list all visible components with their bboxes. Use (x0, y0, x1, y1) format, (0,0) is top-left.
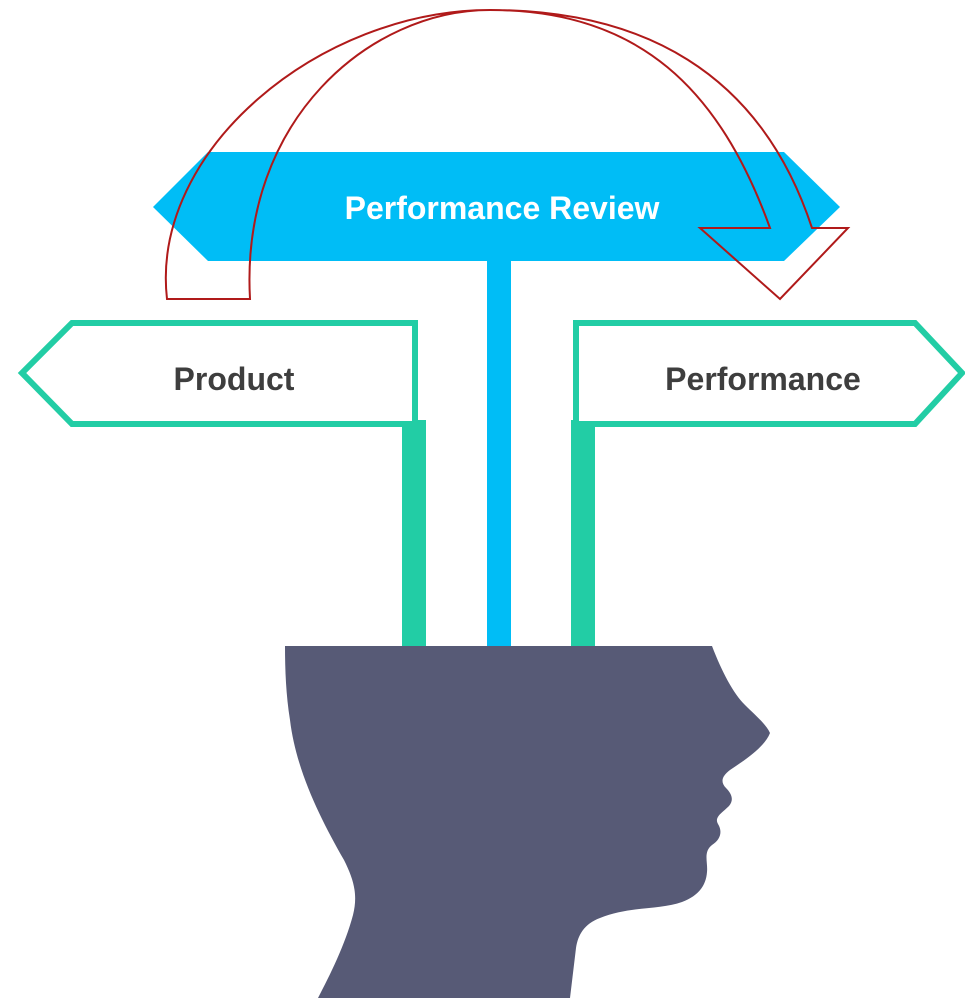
right-sign-label: Performance (665, 361, 861, 397)
left-sign-label: Product (174, 361, 295, 397)
right-sign-board (573, 320, 965, 427)
top-sign-board (153, 152, 840, 261)
left-sign-board (17, 320, 418, 427)
top-sign-label: Performance Review (345, 190, 660, 226)
curved-arrow-icon (164, 8, 851, 301)
right-sign-post (571, 420, 595, 660)
head-silhouette (285, 646, 770, 998)
left-sign-post (402, 420, 426, 660)
top-sign-post (487, 240, 511, 660)
